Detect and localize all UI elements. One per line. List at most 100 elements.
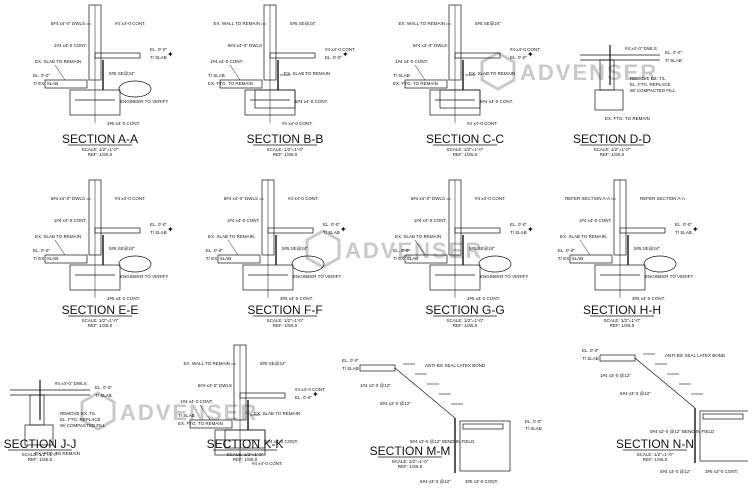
section-ref: REF: 1/S5.0 [600, 152, 625, 157]
revision-cloud [643, 255, 677, 273]
stair-slope [394, 367, 408, 379]
note-label: 5#4 x4'-0" DWLS [411, 196, 445, 201]
note-label: REFER SECTION A-A [640, 196, 685, 201]
section-scale: SCALE: 1/2"=1'-0" [447, 147, 484, 152]
leader-line [227, 239, 239, 256]
section-scale: SCALE: 1/2"=1'-0" [594, 147, 631, 152]
note-label: 5#4 x3'-0 @12" BEND IN FIELD [650, 429, 715, 434]
section-ref: REF: 1/S5.0 [88, 323, 113, 328]
note-label: T/ SLAB [208, 73, 225, 78]
stair-slope [658, 377, 672, 389]
note-label: EX. SLAB TO REMAIN [208, 234, 254, 239]
note-label: 5#5 SE@24" [109, 71, 135, 76]
section-scale: SCALE: 1/2"=1'-0" [82, 147, 119, 152]
section-drawing [217, 179, 314, 291]
note-label: EX. SLAB TO REMAIN [284, 71, 330, 76]
note-label: 1#4 x3'-0 @12" [360, 383, 391, 388]
section-scale: SCALE: 1/2"=1'-0" [637, 452, 674, 457]
note-label: #4 x4'-0 CONT. [115, 196, 146, 201]
landing-slab [599, 354, 636, 362]
section-ref: REF: 1/S5.0 [610, 323, 635, 328]
note-label: #4 x4'-0" DWLS [55, 381, 87, 386]
note-label: EX. FTG. TO REMAIN [208, 81, 253, 86]
note-label: 5#4 x3'-0 @12" BEND IN FIELD [410, 439, 475, 444]
section-title: SECTION N-N [616, 437, 694, 451]
note-label: T/ EX. SLAB [206, 256, 231, 261]
note-label: EL. 0'-0" [510, 222, 527, 227]
note-label: T/ SLAB [665, 58, 682, 63]
pit-box [459, 420, 511, 472]
new-slab [269, 52, 316, 59]
note-label: EL. 0'-0" [323, 222, 340, 227]
section-title: SECTION C-C [426, 132, 504, 146]
note-label: EL. 0'-0" [33, 73, 50, 78]
section-drawing [599, 353, 748, 463]
note-label: EX. SLAB TO REMAIN [254, 411, 300, 416]
note-label: EL. 0'-0" [675, 222, 692, 227]
existing-slab [189, 419, 233, 429]
new-slab [94, 52, 141, 59]
note-label: T/ SLAB [323, 230, 340, 235]
new-slab [239, 392, 286, 399]
section-h-h: REFER SECTION A-A1#4 x4'-0 CONT.EX. SLAB… [558, 179, 699, 328]
note-label: #4 x4'-0 CONT. [288, 196, 319, 201]
section-drawing [404, 179, 501, 291]
leader-line [414, 64, 426, 81]
note-label: ENGINEER TO VERIFY [293, 274, 341, 279]
note-label: 5#4 x3'-0 @12" [380, 401, 411, 406]
stair-slope [646, 367, 660, 379]
watermark-text: ADVENSER [345, 238, 483, 263]
note-label: EX. SLAB TO REMAIN [35, 234, 81, 239]
note-label: ENGINEER TO VERIFY [480, 274, 528, 279]
note-label: T/ EX. SLAB [393, 256, 418, 261]
section-ref: REF: 1/S5.0 [643, 457, 668, 462]
note-label: EX. WALL TO REMAIN [398, 21, 445, 26]
note-label: EL. 0'-0" [393, 248, 410, 253]
existing-slab [219, 79, 263, 89]
section-scale: SCALE: 1/2"=1'-0" [267, 147, 304, 152]
new-slab [267, 227, 314, 234]
note-label: 1#4 x4'-0 CONT. [54, 43, 87, 48]
section-title: SECTION D-D [573, 132, 651, 146]
note-label: EL. 0'-0" [510, 55, 527, 60]
note-label: 5#4 x4'-0" DWLS [51, 196, 85, 201]
stair-slope [682, 397, 696, 409]
section-scale: SCALE: 1/2"=1'-0" [22, 452, 59, 457]
section-title: SECTION E-E [62, 303, 139, 317]
section-scale: SCALE: 1/2"=1'-0" [447, 318, 484, 323]
note-label: EL. 0'-0" [95, 385, 112, 390]
note-label: EX. FTG. TO REMAIN [393, 81, 438, 86]
note-label: T/ SLAB [582, 356, 599, 361]
section-title: SECTION H-H [583, 303, 661, 317]
note-label: 5#4 x4'-0" DWLS [413, 43, 447, 48]
note-label: EX. WALL TO REMAIN [213, 21, 260, 26]
note-label: 5#5 SE@24" [475, 21, 501, 26]
note-label: 3#5 x4'-0 CONT. [107, 121, 140, 126]
section-scale: SCALE: 1/2"=1'-0" [82, 318, 119, 323]
section-ref: REF: 1/S5.0 [233, 457, 258, 462]
section-ref: REF: 1/S5.0 [273, 323, 298, 328]
section-scale: SCALE: 1/2"=1'-0" [267, 318, 304, 323]
section-drawing [44, 179, 141, 291]
note-label: 5#4 x4'-0 CONT. [265, 439, 298, 444]
pit-box [699, 410, 748, 462]
section-drawing [219, 4, 316, 116]
section-drawing [404, 4, 501, 116]
existing-slab [217, 254, 261, 264]
watermark-logo-icon [305, 229, 341, 269]
note-label: T/ SLAB [675, 230, 692, 235]
existing-footing [224, 429, 266, 449]
note-label: EX. SLAB TO REMAIN [35, 59, 81, 64]
leader-line [199, 404, 211, 421]
existing-slab [404, 254, 448, 264]
existing-footing [24, 424, 54, 446]
